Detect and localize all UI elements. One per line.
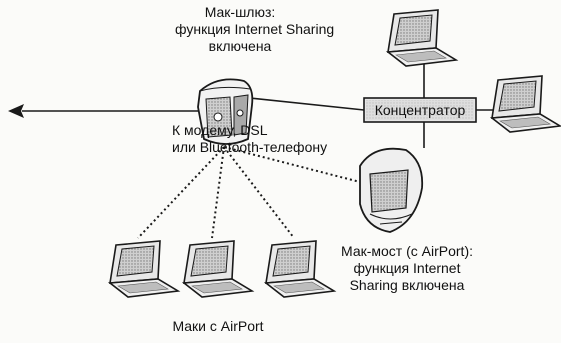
modem-label: К модему, DSL или Bluetooth-телефону (172, 122, 342, 156)
modem-label-line: или Bluetooth-телефону (172, 139, 328, 155)
modem-label-line: К модему, DSL (172, 122, 268, 138)
network-hub-icon (363, 97, 477, 123)
gateway-label-line: функция Internet Sharing (175, 21, 335, 37)
bridge-label-line: Sharing включена (349, 277, 465, 293)
bridge-label-line: Мак-мост (с AirPort): (341, 243, 473, 259)
gateway-label: Мак-шлюз: функция Internet Sharing включ… (175, 4, 335, 55)
power-mac-g4-cube-icon (197, 78, 254, 145)
gateway-label-line: Мак-шлюз: (204, 4, 276, 20)
laptop-icon (183, 240, 253, 298)
modem-arrow (8, 104, 198, 118)
clients-label: Маки с AirPort (172, 318, 264, 334)
wireless-links (137, 146, 361, 239)
laptop-icon (491, 75, 561, 133)
laptop-icon (265, 240, 335, 298)
hub-label: Концентратор (374, 102, 466, 118)
bridge-label-line: функция Internet (353, 260, 461, 276)
imac-icon (359, 147, 424, 233)
gateway-label-line: включена (208, 38, 272, 54)
bridge-label: Мак-мост (с AirPort): функция Internet S… (332, 243, 482, 294)
laptop-icon (109, 240, 179, 298)
laptop-icon (387, 9, 457, 67)
